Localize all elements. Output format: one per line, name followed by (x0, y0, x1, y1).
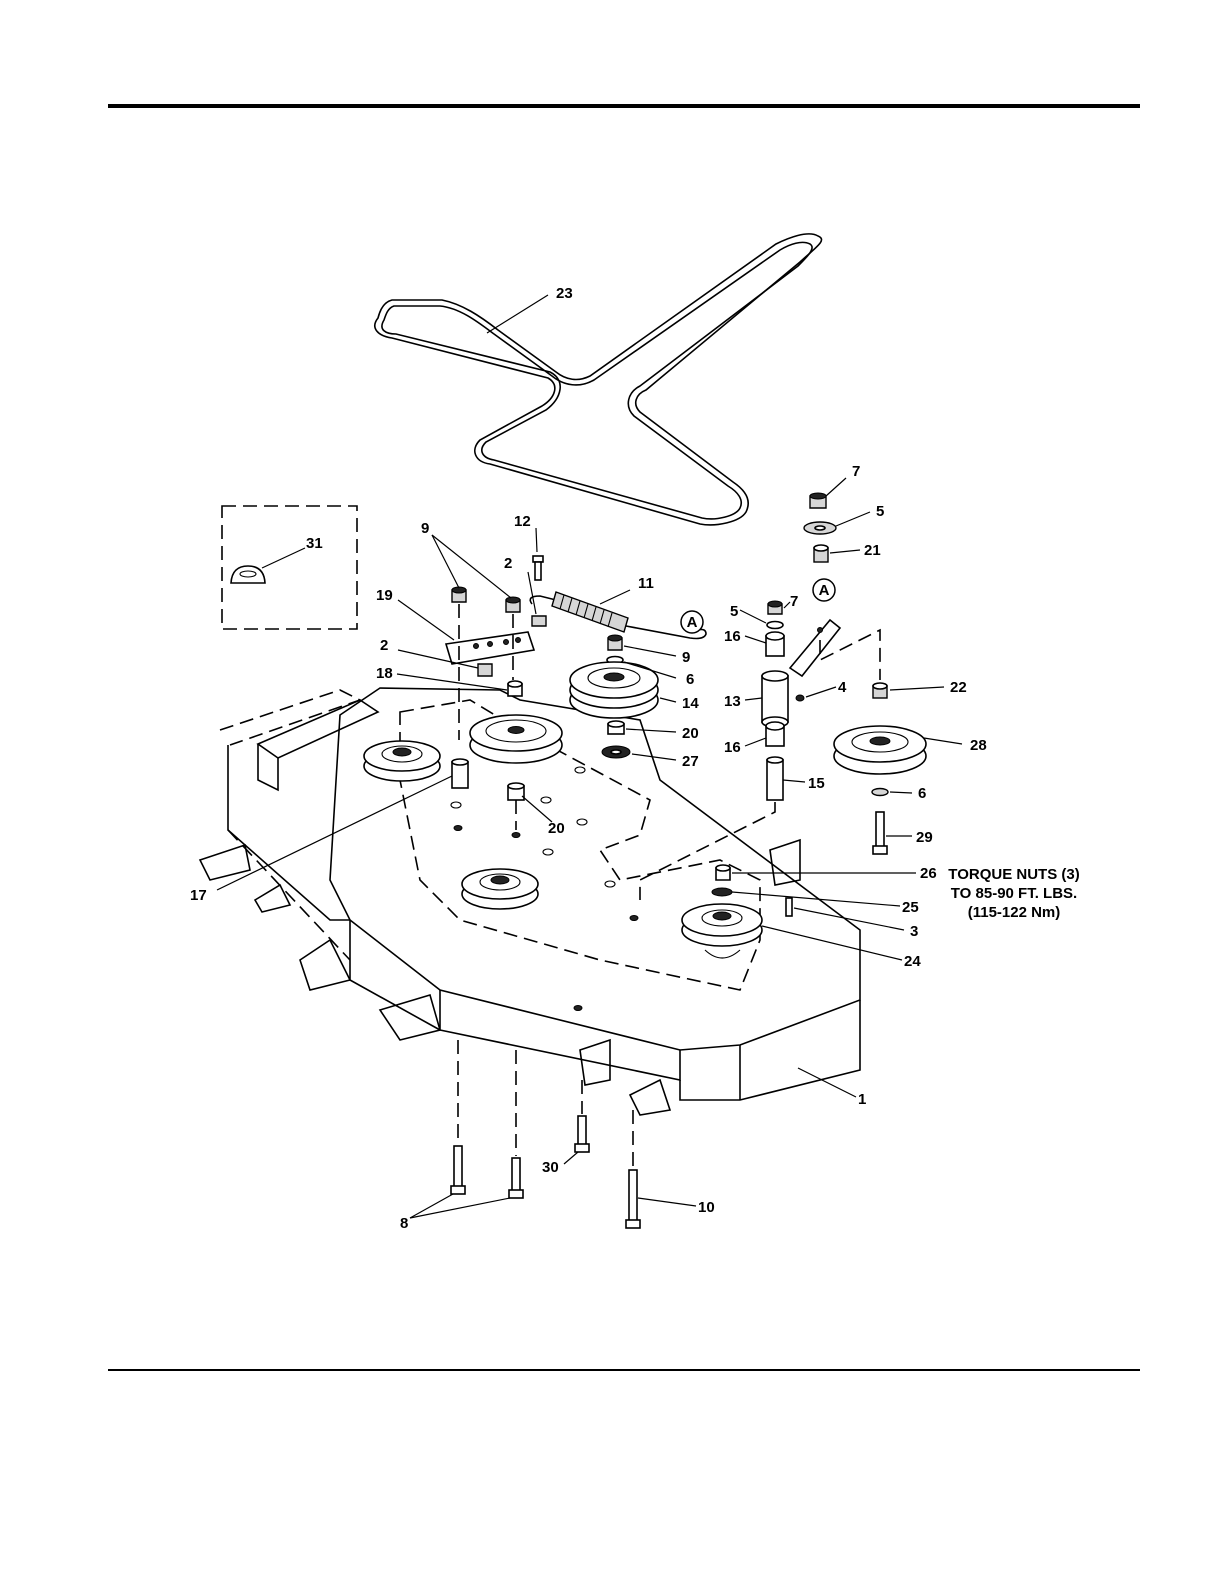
callout-29: 29 (916, 829, 933, 846)
callout-5-lower: 5 (730, 603, 738, 620)
spacer-18 (508, 681, 522, 696)
idler-pulley-double (570, 662, 658, 718)
spindle-pulley-right (682, 904, 762, 958)
lock-nut-9-right (506, 597, 520, 612)
spacer-20-lower (508, 783, 524, 800)
callout-24: 24 (904, 953, 921, 970)
idler-pulley-flat (470, 715, 562, 763)
washer-5-upper (804, 522, 836, 534)
callout-21: 21 (864, 542, 881, 559)
pivot-tube-13 (762, 671, 788, 727)
bolt-12 (533, 556, 543, 580)
spindle-pulley-center (462, 869, 538, 909)
torque-note-line-3: (115-122 Nm) (968, 904, 1061, 921)
bolt-8-left (451, 1146, 465, 1194)
drive-belt (375, 234, 822, 525)
callout-13: 13 (724, 693, 741, 710)
callout-16-lower: 16 (724, 739, 741, 756)
nut-2-lower (478, 664, 492, 676)
reference-label: A (687, 614, 698, 631)
callout-30: 30 (542, 1159, 559, 1176)
washer-25 (712, 888, 732, 896)
washer-6-right (872, 789, 888, 796)
callout-9-bracket: 9 (421, 520, 429, 537)
callout-3: 3 (910, 923, 918, 940)
callout-2-lower: 2 (380, 637, 388, 654)
bushing-16-upper (766, 632, 784, 656)
callout-14: 14 (682, 695, 699, 712)
callout-26: 26 (920, 865, 937, 882)
callout-16-upper: 16 (724, 628, 741, 645)
callout-8: 8 (400, 1215, 408, 1232)
callout-5-upper: 5 (876, 503, 884, 520)
callout-15: 15 (808, 775, 825, 792)
idler-pulley-28 (834, 726, 926, 774)
callout-7-lower: 7 (790, 593, 798, 610)
washer-27 (602, 746, 630, 758)
lock-nut-9-left (452, 587, 466, 602)
torque-note: TORQUE NUTS (3) TO 85-90 FT. LBS. (115-1… (948, 866, 1079, 921)
callout-6-right: 6 (918, 785, 926, 802)
callout-9-idler: 9 (682, 649, 690, 666)
torque-note-line-2: TO 85-90 FT. LBS. (951, 885, 1077, 902)
reference-mark-a: A (681, 611, 703, 633)
bolt-29 (873, 812, 887, 854)
callout-20-upper: 20 (682, 725, 699, 742)
grease-fitting-4 (796, 695, 804, 701)
torque-note-line-1: TORQUE NUTS (3) (948, 866, 1079, 883)
stud-3 (786, 898, 792, 916)
callout-20-lower: 20 (548, 820, 565, 837)
leader-23 (487, 295, 548, 333)
callout-18: 18 (376, 665, 393, 682)
bushing-16-lower (766, 722, 784, 746)
callout-10: 10 (698, 1199, 715, 1216)
callout-27: 27 (682, 753, 699, 770)
callout-31: 31 (306, 535, 323, 552)
lock-nut-7-upper (810, 493, 826, 508)
idler-arm (790, 620, 840, 676)
spindle-pulley-left (364, 741, 440, 781)
leader-1 (798, 1068, 856, 1097)
callout-11: 11 (638, 575, 654, 592)
lock-nut-7-lower (768, 601, 782, 614)
pivot-shaft-15 (767, 757, 783, 800)
callout-12: 12 (514, 513, 531, 530)
lock-nut-9-idler (608, 635, 622, 650)
callout-19: 19 (376, 587, 393, 604)
spacer-17 (452, 759, 468, 788)
leader-lines (217, 478, 962, 1218)
callout-17: 17 (190, 887, 207, 904)
callout-25: 25 (902, 899, 919, 916)
spacer-22 (873, 683, 887, 698)
callout-22: 22 (950, 679, 967, 696)
callout-1: 1 (858, 1091, 866, 1108)
callout-28: 28 (970, 737, 987, 754)
bolt-30 (575, 1116, 589, 1152)
reference-mark-a-2: A (813, 579, 835, 601)
callout-2-upper: 2 (504, 555, 512, 572)
nut-26 (716, 865, 730, 880)
reference-label: A (819, 582, 830, 599)
bolt-8-right (509, 1158, 523, 1198)
leader-31 (262, 548, 305, 568)
nut-2-upper (532, 616, 546, 626)
extension-spring (530, 592, 706, 639)
bolt-10 (626, 1170, 640, 1228)
callout-7-upper: 7 (852, 463, 860, 480)
washer-5-lower (767, 622, 783, 629)
callout-23: 23 (556, 285, 573, 302)
deck-wheel-cap (231, 566, 265, 583)
callout-4: 4 (838, 679, 847, 696)
callout-6-idler: 6 (686, 671, 694, 688)
bushing-21 (814, 545, 828, 562)
spacer-20-upper (608, 721, 624, 734)
